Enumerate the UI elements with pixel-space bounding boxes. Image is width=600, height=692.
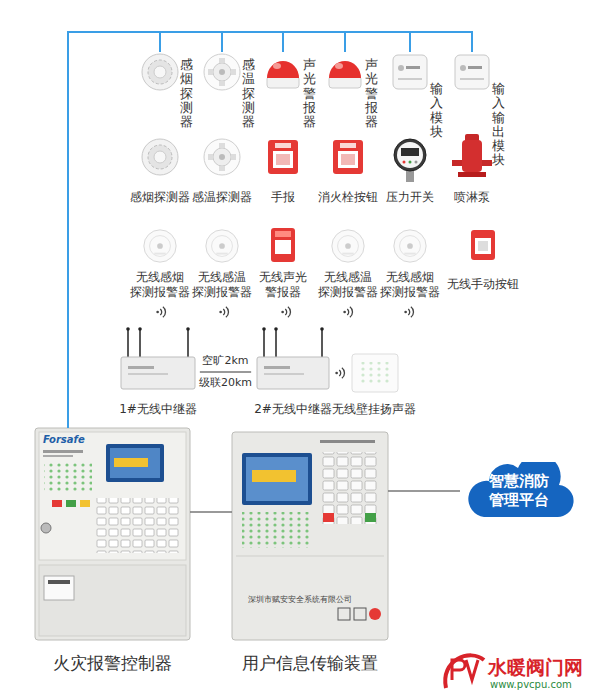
vertical-label: 感烟探测器 [180,58,193,129]
device-node: 消火栓按钮 [313,134,383,208]
device-label: 无线感烟 探测报警器 [127,270,193,300]
vertical-label: 感温探测器 [242,58,255,129]
device-label: 2#无线中继器 [254,402,332,417]
wireless-device-node: 无线感烟 探测报警器 [122,224,198,304]
device-label: 无线感烟 探测报警器 [377,270,443,300]
edge-label: 空旷2km 级联20km [198,350,252,394]
wireless-device-node: 无线感温 探测报警器 [310,224,386,304]
device-node: 输入模块 [390,52,450,136]
device-label: 压力开关 [386,190,434,205]
speaker-node: 无线壁挂扬声器 [329,346,419,418]
device-label: 1#无线中继器 [119,402,197,417]
device-node: 喷淋泵 [437,134,507,208]
device-label: 用户信息传输装置 [242,652,378,674]
device-label: 火灾报警控制器 [53,652,172,674]
device-node: 感烟探测器 [140,52,200,136]
connector-line [200,371,251,373]
bus-line [68,32,160,428]
wireless-device-node: 无线感温 探测报警器 [184,224,260,304]
device-label: 感烟探测器 [130,190,190,205]
device-node: 手报 [248,134,318,208]
bus-line [68,32,283,428]
device-label: 无线手动按钮 [447,277,519,292]
vertical-label: 声光警报器 [365,58,378,129]
device-node: 感烟探测器 [125,134,195,208]
controller-node: 火灾报警控制器 [35,428,190,678]
watermark: 水暖阀门网 [488,655,583,681]
device-node: 输入输出模块 [452,52,512,136]
watermark-url: www.pvcpu.com [490,679,572,690]
repeater-node: 2#无线中继器 [251,326,335,418]
vertical-label: 声光警报器 [303,58,316,129]
connector-line [190,511,232,513]
device-node: 感温探测器 [187,134,257,208]
wireless-device-node: 无线感烟 探测报警器 [372,224,448,304]
wireless-device-node: 无线手动按钮 [444,224,522,304]
vertical-label: 输入模块 [430,82,443,139]
device-label: 智慧消防 管理平台 [481,472,557,511]
device-label: 无线感温 探测报警器 [189,270,255,300]
bus-line [68,32,222,428]
bus-line [68,32,410,428]
device-node: 声光警报器 [263,52,323,136]
device-label: 无线壁挂扬声器 [332,402,416,417]
vertical-label: 输入输出模块 [492,82,505,168]
device-label: 无线声光 警报器 [250,270,316,300]
device-label: 无线感温 探测报警器 [315,270,381,300]
transmission-node: 用户信息传输装置 [232,432,388,678]
company-name: 深圳市赋安安全系统有限公司 [248,594,352,605]
brand-logo: Forsafe [43,434,85,445]
repeater-node: 1#无线中继器 [116,326,200,418]
cloud-node: 智慧消防 管理平台 [460,462,578,520]
connector-line [388,490,460,492]
wireless-device-node: 无线声光 警报器 [245,224,321,304]
device-node: 感温探测器 [202,52,262,136]
cloud-outline [468,462,573,517]
device-node: 压力开关 [375,134,445,208]
device-label: 感温探测器 [192,190,252,205]
device-label: 消火栓按钮 [318,190,378,205]
device-label: 喷淋泵 [454,190,490,205]
bus-line [68,32,345,428]
device-label: 手报 [271,190,295,205]
bus-line [68,32,472,428]
device-node: 声光警报器 [325,52,385,136]
